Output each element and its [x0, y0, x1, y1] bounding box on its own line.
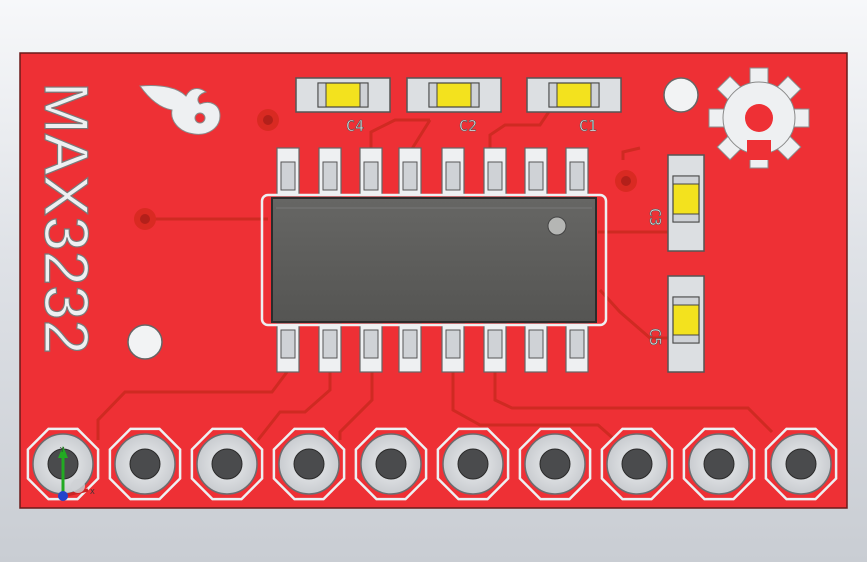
header-pad — [108, 427, 182, 501]
ic-pin-bottom — [359, 323, 383, 373]
ic-pin-bottom — [441, 323, 465, 373]
ic-pin-bottom — [276, 323, 300, 373]
copper-traces — [96, 109, 774, 442]
header-pad — [682, 427, 756, 501]
label-c1: C1 — [579, 117, 597, 135]
label-c5: C5 — [646, 328, 664, 346]
gear-icon — [708, 67, 810, 169]
capacitor-c1 — [526, 77, 622, 113]
ic-pin1-marker — [547, 216, 567, 236]
capacitor-c3 — [667, 154, 705, 252]
ic-pin-top — [359, 147, 383, 197]
triad-x-label: X — [90, 488, 95, 496]
header-pad — [436, 427, 510, 501]
label-c4: C4 — [346, 117, 364, 135]
mount-hole-left — [127, 324, 163, 360]
header-pad — [600, 427, 674, 501]
ic-pin-bottom — [565, 323, 589, 373]
ic-pin-top — [398, 147, 422, 197]
triad-y-label: Y — [59, 446, 65, 454]
header-pad — [764, 427, 838, 501]
capacitor-c2 — [406, 77, 502, 113]
mount-hole-top — [663, 77, 699, 113]
ic-pin-bottom — [524, 323, 548, 373]
ic-pin-top — [524, 147, 548, 197]
ic-pin-top — [565, 147, 589, 197]
capacitor-c5 — [667, 275, 705, 373]
ic-pin-bottom — [318, 323, 342, 373]
label-c3: C3 — [646, 208, 664, 226]
vias — [134, 109, 637, 230]
header-pad — [190, 427, 264, 501]
flame-logo-icon — [139, 85, 221, 135]
ic-pin-top — [483, 147, 507, 197]
ic-silk-outline — [260, 193, 608, 327]
axis-triad-icon: Y X — [58, 446, 95, 501]
ic-pin-top — [318, 147, 342, 197]
ic-pins — [276, 147, 589, 373]
board-title: MAX3232 — [31, 82, 100, 354]
header-pad — [518, 427, 592, 501]
capacitor-c4 — [295, 77, 391, 113]
ic-pin-bottom — [483, 323, 507, 373]
ic-pin-bottom — [398, 323, 422, 373]
ic-pin-top — [441, 147, 465, 197]
ic-body — [271, 197, 597, 323]
ic-pin-top — [276, 147, 300, 197]
header-pads — [26, 427, 838, 501]
header-pad — [272, 427, 346, 501]
header-pad — [354, 427, 428, 501]
label-c2: C2 — [459, 117, 477, 135]
